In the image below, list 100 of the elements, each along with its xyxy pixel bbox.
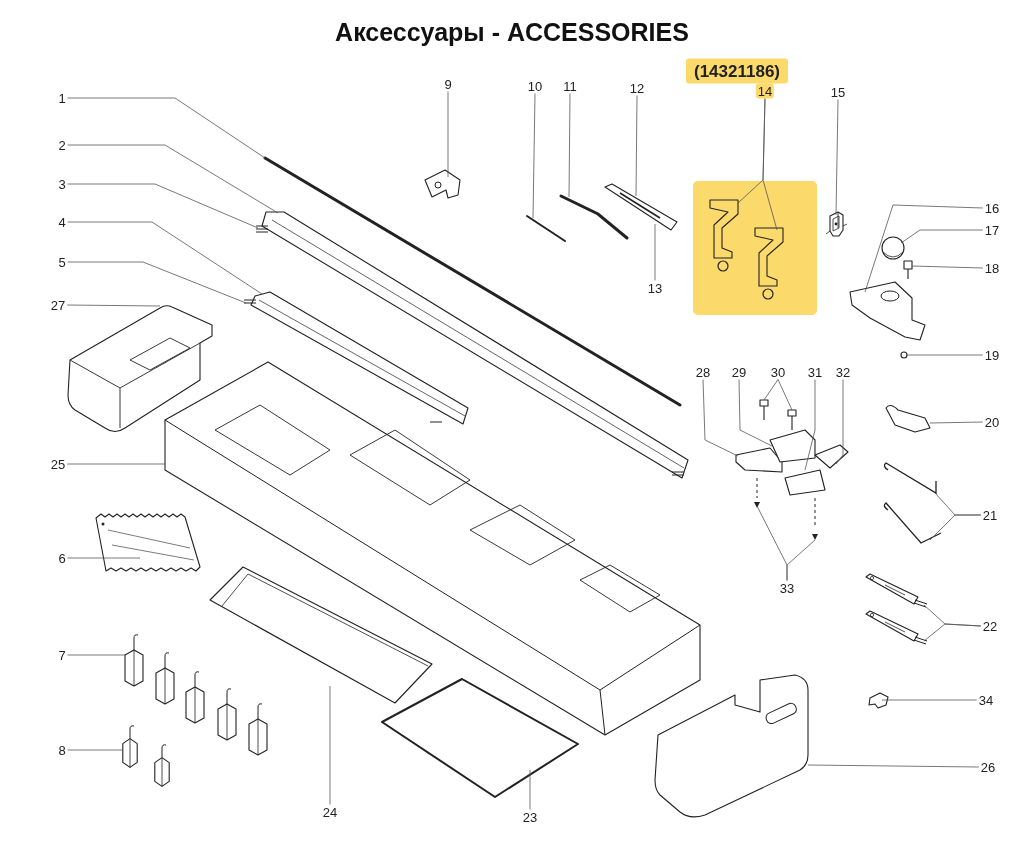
- leader-line: [786, 539, 816, 581]
- leader-line: [66, 463, 166, 465]
- leader-line: [929, 421, 984, 424]
- rod: [263, 156, 682, 407]
- leader-line: [447, 91, 449, 178]
- callout-number: 4: [56, 214, 68, 230]
- carriage-part: [735, 447, 783, 473]
- leader-line: [635, 95, 638, 197]
- callout-number: 6: [56, 550, 68, 566]
- leader-line: [702, 379, 739, 457]
- callout-number: 32: [833, 364, 853, 380]
- callout-number: 15: [828, 84, 848, 100]
- callout-number: 12: [627, 80, 647, 96]
- callout-number: 11: [561, 78, 579, 94]
- title: Аксессуары - ACCESSORIES: [334, 18, 690, 47]
- table-clamp: [709, 199, 739, 272]
- screw: [812, 497, 818, 540]
- leader-line: [529, 769, 531, 810]
- cap: [881, 236, 905, 260]
- carriage-part: [814, 444, 849, 469]
- callout-number: 13: [645, 280, 665, 296]
- claw-weight: [122, 725, 138, 768]
- callout-number: 2: [56, 137, 68, 153]
- callout-number: 10: [525, 78, 545, 94]
- sinker-plate: [865, 610, 928, 645]
- screw: [787, 409, 797, 431]
- callout-number: 1: [56, 90, 68, 106]
- callout-number: 34: [976, 692, 996, 708]
- carriage-part: [784, 469, 826, 496]
- leader-line: [881, 699, 978, 701]
- callout-number: 30: [768, 364, 788, 380]
- callout-number: 33: [777, 580, 797, 596]
- leader-line: [738, 379, 773, 447]
- leader-line: [532, 93, 536, 219]
- table-clamp: [754, 227, 784, 300]
- wire-spring: [883, 502, 942, 544]
- callout-number: 22: [980, 618, 1000, 634]
- leader-line: [923, 623, 982, 642]
- leader-line: [777, 379, 793, 411]
- carriage-part: [769, 429, 816, 463]
- leader-line: [67, 749, 124, 751]
- leader-line: [906, 354, 984, 356]
- claw-weight: [248, 703, 268, 756]
- callout-number: 14: [755, 83, 775, 99]
- callout-number: 21: [980, 507, 1000, 523]
- clip: [825, 211, 848, 237]
- leader-line: [66, 304, 161, 307]
- claw-weight: [154, 744, 170, 787]
- screw: [759, 399, 769, 421]
- comb: [95, 513, 201, 572]
- callout-number: 27: [48, 297, 68, 313]
- callout-number: 7: [56, 647, 68, 663]
- mat: [381, 678, 579, 798]
- callout-number: 5: [56, 254, 68, 270]
- screw: [754, 477, 760, 508]
- long-needle-bar: [255, 211, 689, 479]
- callout-number: 9: [442, 76, 454, 92]
- claw-weight: [185, 671, 205, 724]
- callout-number: 31: [805, 364, 825, 380]
- callout-number: 19: [982, 347, 1002, 363]
- callout-number: 17: [982, 222, 1002, 238]
- sinker-plate: [865, 573, 928, 608]
- leader-line: [568, 93, 571, 198]
- leader-line: [864, 204, 984, 293]
- callout-number: 18: [982, 260, 1002, 276]
- callout-number: 28: [693, 364, 713, 380]
- end-cover: [67, 305, 213, 433]
- claw-weight: [155, 652, 175, 705]
- washer: [900, 351, 908, 359]
- leader-line: [67, 97, 266, 159]
- callout-number: 3: [56, 176, 68, 192]
- leader-line: [763, 379, 779, 401]
- leader-line: [329, 685, 331, 805]
- leader-line: [807, 764, 980, 768]
- screw: [903, 260, 913, 280]
- leader-line: [67, 144, 279, 214]
- leader-line: [900, 229, 984, 244]
- leader-line: [762, 98, 778, 231]
- latch: [885, 404, 931, 433]
- leader-line: [67, 221, 263, 295]
- part-number-tag: (14321186): [686, 58, 788, 84]
- leader-line: [804, 379, 816, 471]
- leader-line: [835, 99, 839, 216]
- claw-weight: [217, 688, 237, 741]
- callout-number: 20: [982, 414, 1002, 430]
- callout-number: 16: [982, 200, 1002, 216]
- leader-line: [654, 223, 656, 281]
- leader-line: [911, 265, 984, 269]
- mat: [209, 566, 433, 704]
- callout-number: 26: [978, 759, 998, 775]
- callout-number: 23: [520, 809, 540, 825]
- leader-line: [835, 379, 844, 465]
- claw-weight: [124, 634, 144, 687]
- callout-number: 24: [320, 804, 340, 820]
- leader-line: [67, 557, 141, 559]
- end-cover: [654, 674, 809, 818]
- leader-line: [67, 261, 247, 304]
- callout-number: 25: [48, 456, 68, 472]
- key: [868, 692, 889, 709]
- callout-number: 8: [56, 742, 68, 758]
